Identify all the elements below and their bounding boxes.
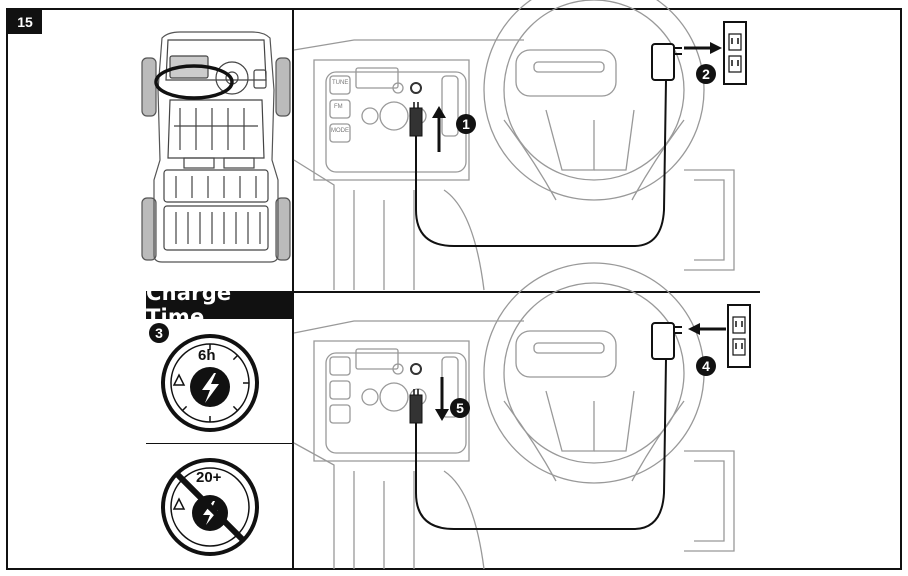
dash-label-mode: MODE	[331, 128, 349, 134]
callout-3: 3	[149, 323, 169, 343]
gauge-label-20-plus: 20+	[196, 469, 222, 486]
charge-gauge-recommended	[161, 334, 259, 432]
vehicle-top-view	[141, 31, 291, 263]
diagram-frame	[6, 8, 902, 570]
highlight-ellipse	[154, 64, 234, 100]
gauge-label-6h: 6h	[198, 347, 216, 364]
charge-time-divider	[146, 443, 293, 444]
callout-5: 5	[450, 398, 470, 418]
dash-label-fm: FM	[334, 104, 343, 110]
callout-4: 4	[696, 356, 716, 376]
disconnect-charger-illustration	[293, 262, 751, 570]
dash-label-tune: TUNE	[332, 80, 349, 86]
charge-gauge-not-recommended	[161, 458, 259, 556]
connect-charger-illustration	[293, 0, 747, 291]
callout-1: 1	[456, 114, 476, 134]
callout-2: 2	[696, 64, 716, 84]
step-number-badge: 15	[8, 10, 42, 34]
main-vertical-divider	[292, 8, 294, 570]
panel-horizontal-divider	[292, 291, 760, 293]
charge-time-title: Charge Time	[146, 281, 293, 329]
